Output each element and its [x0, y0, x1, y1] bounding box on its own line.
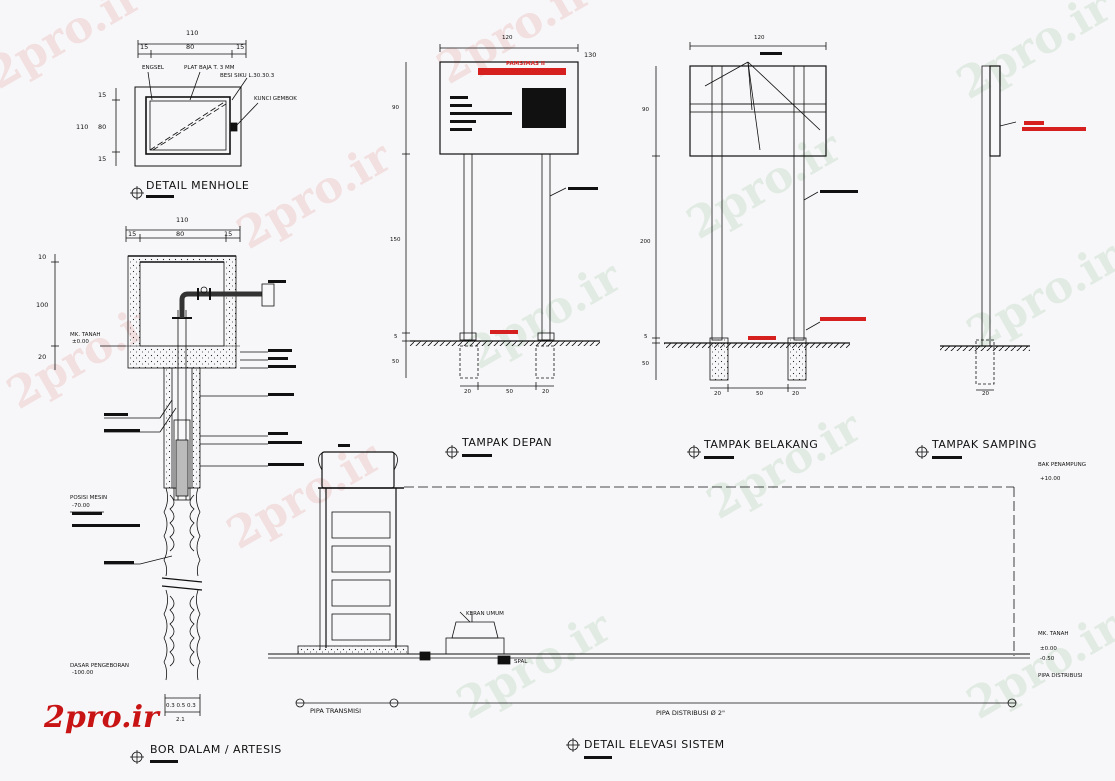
manhole-dim-total: 110 [186, 29, 199, 37]
bor-v-100: 100 [36, 301, 49, 309]
elevasi-bak-val: +10.00 [1040, 476, 1061, 482]
manhole-detail [112, 40, 259, 200]
elevasi-bak: BAK PENAMPUNG [1038, 462, 1087, 468]
belakang-v-50: 50 [642, 361, 649, 367]
manhole-title: DETAIL MENHOLE [146, 179, 250, 192]
manhole-v-bot: 15 [98, 155, 107, 163]
bor-mk-tanah: MK. TANAH [70, 332, 101, 338]
elevasi-title: DETAIL ELEVASI SISTEM [584, 738, 725, 751]
elevasi-mk-val2: -0.50 [1040, 656, 1055, 662]
manhole-dim-right: 15 [236, 43, 245, 51]
bor-v-20: 20 [38, 353, 47, 361]
depan-title: TAMPAK DEPAN [462, 436, 553, 449]
samping-b-20: 20 [982, 391, 989, 397]
bor-posisi-val: -70.00 [72, 503, 90, 509]
bor-title: BOR DALAM / ARTESIS [150, 743, 282, 756]
manhole-dim-left: 15 [140, 43, 149, 51]
sign-title-band [478, 68, 566, 75]
depan-b-20a: 20 [464, 389, 471, 395]
belakang-b-20a: 20 [714, 391, 721, 397]
site-logo: 2pro.ir [44, 700, 159, 735]
depan-dim-top: 120 [502, 35, 513, 41]
depan-dim-right: 130 [584, 51, 597, 59]
depan-b-50: 50 [506, 389, 513, 395]
manhole-dim-mid: 80 [186, 43, 195, 51]
bor-dim-total: 110 [176, 216, 189, 224]
bor-dim-right: 15 [224, 230, 233, 238]
sign-front-view [402, 44, 600, 459]
bor-bottom-dims: 0.3 0.5 0.3 [166, 703, 196, 709]
depan-v-50: 50 [392, 359, 399, 365]
elevasi-mk-val1: ±0.00 [1040, 646, 1057, 652]
elevasi-pipa-dist: PIPA DISTRIBUSI Ø 2" [656, 709, 725, 717]
bor-dim-mid: 80 [176, 230, 185, 238]
label-kunci: KUNCI GEMBOK [254, 96, 297, 102]
bor-mk-tanah-val: ±0.00 [72, 339, 89, 345]
sign-title: PAMSIMAS II [506, 61, 545, 67]
system-elevation [268, 451, 1030, 752]
bor-posisi-mesin: POSISI MESIN [70, 495, 108, 501]
bor-v-10: 10 [38, 253, 47, 261]
belakang-v-200: 200 [640, 239, 651, 245]
bor-dasar-val: -100.00 [72, 670, 94, 676]
sign-back-view [652, 42, 850, 459]
label-besi: BESI SIKU L.30.30.3 [220, 73, 275, 79]
belakang-b-20b: 20 [792, 391, 799, 397]
belakang-v-5: 5 [644, 334, 648, 340]
depan-v-5: 5 [394, 334, 398, 340]
manhole-v-mid: 80 [98, 123, 107, 131]
elevasi-pipa-trans: PIPA TRANSMISI [310, 707, 362, 715]
depan-b-20b: 20 [542, 389, 549, 395]
belakang-title: TAMPAK BELAKANG [704, 438, 819, 451]
bor-bottom-total: 2.1 [176, 717, 185, 723]
depan-v-90: 90 [392, 105, 399, 111]
label-plat: PLAT BAJA T. 3 MM [184, 65, 235, 71]
elevasi-keran: KERAN UMUM [466, 611, 504, 617]
elevasi-pipa-dist-label: PIPA DISTRIBUSI [1038, 673, 1083, 679]
elevasi-spal: SPAL [514, 659, 528, 665]
label-engsel: ENGSEL [142, 65, 164, 71]
belakang-v-90: 90 [642, 107, 649, 113]
manhole-v-top: 15 [98, 91, 107, 99]
belakang-b-50: 50 [756, 391, 763, 397]
bor-dim-left: 15 [128, 230, 137, 238]
samping-title: TAMPAK SAMPING [932, 438, 1037, 451]
sign-side-view [915, 65, 1030, 459]
belakang-dim-top: 120 [754, 35, 765, 41]
elevasi-mk-tanah: MK. TANAH [1038, 631, 1069, 637]
borehole-detail [51, 226, 275, 764]
manhole-v-total: 110 [76, 123, 89, 131]
bor-dasar: DASAR PENGEBORAN [70, 663, 129, 669]
depan-v-150: 150 [390, 237, 401, 243]
